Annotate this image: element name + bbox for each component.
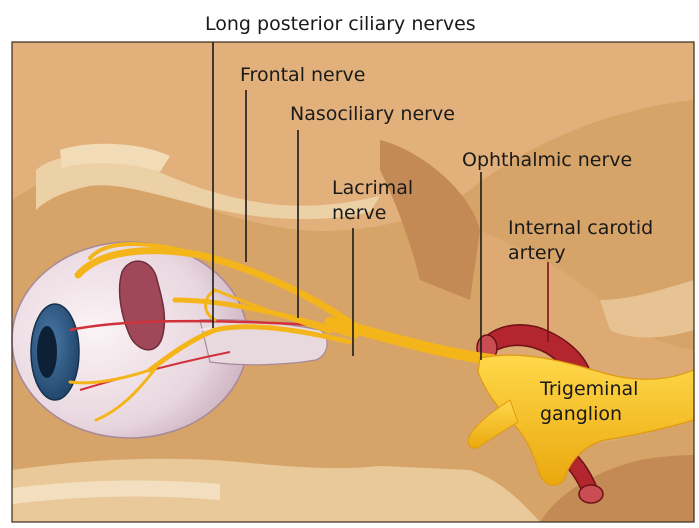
sphenoid-shadow — [380, 140, 480, 300]
lacrimal-gland — [118, 260, 166, 351]
carotid-lower-opening — [578, 484, 604, 504]
label-trigeminal-line2: ganglion — [540, 403, 622, 425]
label-lacrimal-line1: Lacrimal — [332, 177, 413, 199]
label-nasociliary-nerve: Nasociliary nerve — [290, 103, 455, 125]
bone-highlight — [60, 143, 170, 172]
nasociliary-nerve-path — [147, 324, 353, 373]
label-trigeminal-line1: Trigeminal — [539, 378, 638, 400]
petrous-bone — [600, 280, 694, 338]
ganglion-root — [467, 399, 519, 449]
long-ciliary-nerve-path — [213, 288, 332, 334]
label-long-posterior-ciliary: Long posterior ciliary nerves — [205, 13, 476, 35]
floor-highlight — [12, 480, 220, 504]
trigeminal-ganglion-shape — [477, 354, 695, 486]
frontal-branch — [88, 242, 202, 260]
orbital-floor-bone — [12, 458, 540, 522]
label-internal-carotid-line2: artery — [508, 242, 566, 264]
label-lacrimal-line2: nerve — [332, 202, 386, 224]
ciliary-artery-1 — [69, 319, 331, 332]
orbital-roof-bone — [36, 154, 380, 220]
pupil — [37, 326, 57, 378]
ciliary-artery-2 — [79, 351, 231, 391]
leader-lines — [212, 42, 549, 360]
lacrimal-nerve-path — [172, 297, 358, 339]
lower-right-tissue — [540, 455, 694, 522]
nasociliary-branch-1 — [68, 368, 152, 385]
nasociliary-branch-2 — [94, 360, 162, 422]
label-internal-carotid-line1: Internal carotid — [508, 217, 653, 239]
figure-border — [11, 41, 695, 523]
label-ophthalmic-nerve: Ophthalmic nerve — [462, 149, 632, 171]
label-frontal-nerve: Frontal nerve — [240, 64, 366, 86]
